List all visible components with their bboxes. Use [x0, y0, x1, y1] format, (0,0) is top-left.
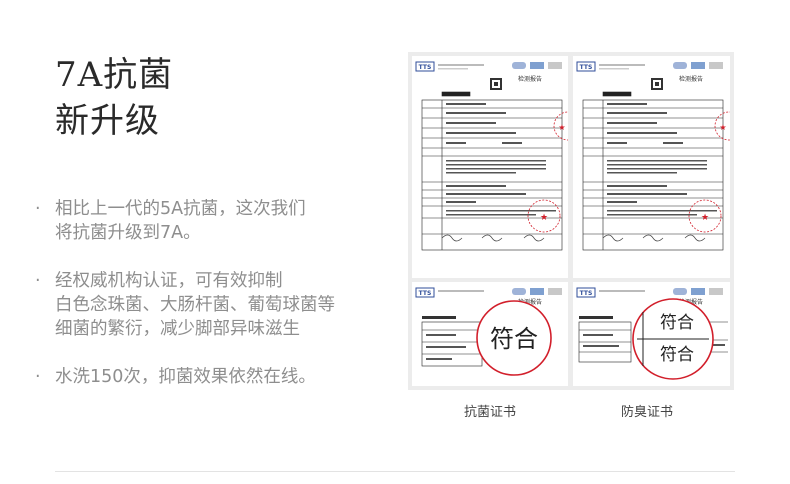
svg-text:★: ★	[558, 123, 565, 132]
tts-logo-text: TTS	[419, 64, 432, 71]
antibacterial-report: TTS 检测报告 ★ ★	[412, 56, 568, 278]
stamp-text: 符合	[660, 345, 694, 365]
feature-list: · 相比上一代的5A抗菌，这次我们 将抗菌升级到7A。 · 经权威机构认证，可有…	[35, 197, 385, 413]
feature-text: 白色念珠菌、大肠杆菌、葡萄球菌等	[55, 295, 335, 315]
feature-text: 将抗菌升级到7A。	[55, 223, 201, 243]
bullet-dot: ·	[35, 367, 41, 387]
report-title: 检测报告	[679, 298, 703, 306]
report-title: 检测报告	[518, 75, 542, 83]
feature-text: 经权威机构认证，可有效抑制	[55, 271, 283, 291]
bottom-divider	[55, 471, 735, 472]
feature-item: · 水洗150次，抑菌效果依然在线。	[35, 365, 385, 389]
feature-item: · 相比上一代的5A抗菌，这次我们 将抗菌升级到7A。	[35, 197, 385, 245]
feature-text: 细菌的繁衍，减少脚部异味滋生	[55, 319, 300, 339]
page-title: 7A抗菌 新升级	[55, 52, 173, 144]
title-line-2: 新升级	[55, 101, 160, 141]
feature-text: 相比上一代的5A抗菌，这次我们	[55, 199, 306, 219]
stamp-text: 符合	[490, 325, 538, 353]
stamp-text: 符合	[660, 313, 694, 333]
bullet-dot: ·	[35, 199, 41, 219]
report-title: 检测报告	[679, 75, 703, 83]
svg-text:★: ★	[719, 123, 726, 132]
title-line-1: 7A抗菌	[55, 55, 174, 95]
feature-item: · 经权威机构认证，可有效抑制 白色念珠菌、大肠杆菌、葡萄球菌等 细菌的繁衍，减…	[35, 269, 385, 341]
tts-logo-text: TTS	[419, 290, 432, 297]
feature-text: 水洗150次，抑菌效果依然在线。	[55, 367, 316, 387]
caption-deodorant: 防臭证书	[621, 405, 674, 420]
tts-logo-text: TTS	[580, 290, 593, 297]
deodorant-report: TTS 检测报告 ★ ★	[573, 56, 730, 278]
caption-antibacterial: 抗菌证书	[464, 405, 517, 420]
bullet-dot: ·	[35, 271, 41, 291]
svg-text:★: ★	[701, 213, 709, 223]
report-title: 检测报告	[518, 298, 542, 306]
svg-text:★: ★	[540, 213, 548, 223]
certificate-panel: TTS 检测报告 ★ ★	[408, 52, 734, 390]
antibacterial-result-detail: TTS 检测报告 符合	[412, 282, 568, 386]
deodorant-result-detail: TTS 检测报告 符合 符合	[573, 282, 730, 386]
tts-logo-text: TTS	[580, 64, 593, 71]
